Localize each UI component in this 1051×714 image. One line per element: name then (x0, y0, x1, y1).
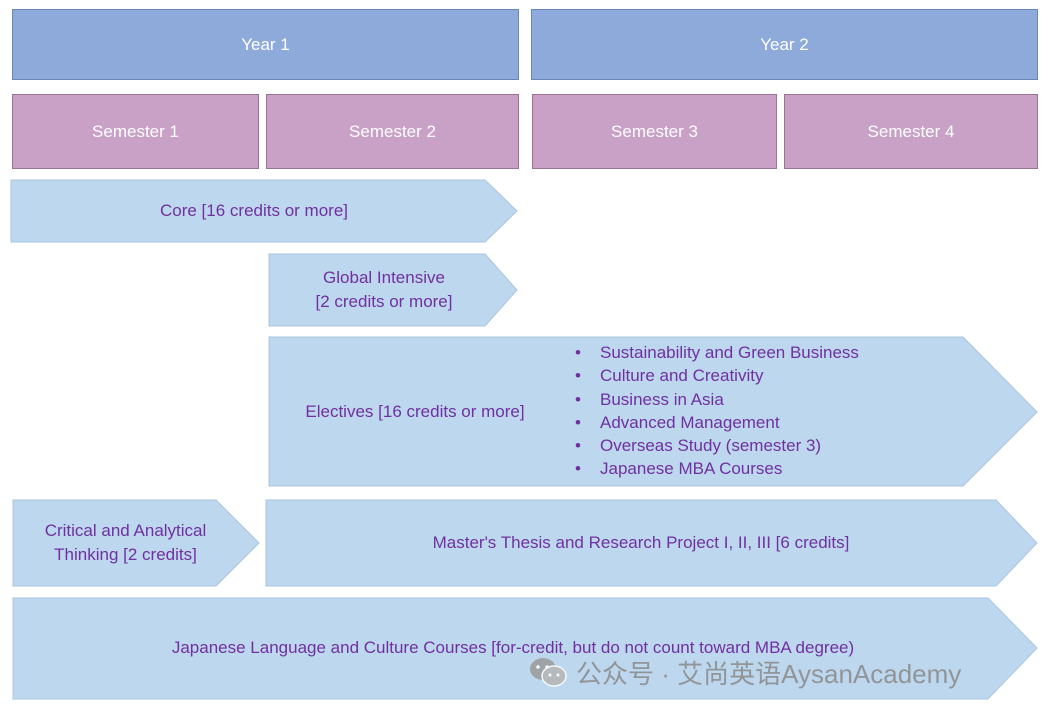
bullet-icon: • (575, 343, 581, 362)
thesis-label: Master's Thesis and Research Project I, … (266, 531, 1016, 555)
semester-4-header: Semester 4 (784, 94, 1038, 169)
japanese-courses-label: Japanese Language and Culture Courses [f… (13, 636, 1013, 660)
list-item: • Overseas Study (semester 3) (575, 434, 859, 457)
global-intensive-arrow (268, 253, 518, 327)
year-1-label: Year 1 (241, 34, 290, 54)
elective-item-text: Overseas Study (semester 3) (600, 436, 822, 456)
critical-thinking-label: Critical and Analytical Thinking [2 cred… (13, 519, 238, 567)
elective-item-text: Business in Asia (600, 389, 724, 409)
semester-4-label: Semester 4 (867, 121, 955, 141)
electives-arrow (268, 336, 1038, 487)
watermark: 公众号 · 艾尚英语AysanAcademy (528, 655, 961, 689)
elective-item-text: Japanese MBA Courses (600, 459, 783, 479)
semester-1-header: Semester 1 (12, 94, 259, 169)
elective-item-text: Culture and Creativity (600, 366, 764, 386)
list-item: • Business in Asia (575, 388, 859, 411)
critical-thinking-credits: Thinking [2 credits] (54, 545, 197, 564)
electives-list: • Sustainability and Green Business • Cult… (575, 341, 859, 481)
elective-item-text: Advanced Management (600, 412, 780, 432)
japanese-courses-text: Japanese Language and Culture Courses [f… (171, 638, 855, 657)
semester-3-header: Semester 3 (532, 94, 777, 169)
bullet-icon: • (575, 436, 581, 456)
japanese-courses-arrow (12, 597, 1038, 700)
watermark-text: 公众号 · 艾尚英语AysanAcademy (576, 658, 962, 689)
year-2-label: Year 2 (760, 34, 809, 54)
semester-1-label: Semester 1 (92, 121, 179, 141)
list-item: • Advanced Management (575, 411, 859, 434)
thesis-text: Master's Thesis and Research Project I, … (432, 533, 850, 552)
year-1-header: Year 1 (12, 9, 519, 80)
core-text: Core [16 credits or more] (159, 201, 348, 220)
list-item: • Culture and Creativity (575, 364, 859, 387)
global-intensive-credits: [2 credits or more] (315, 292, 453, 311)
semester-3-label: Semester 3 (611, 121, 698, 141)
elective-item-text: Sustainability and Green Business (600, 343, 859, 362)
year-2-header: Year 2 (531, 9, 1038, 80)
core-arrow (10, 179, 518, 243)
core-label: Core [16 credits or more] (11, 199, 497, 223)
thesis-arrow (265, 499, 1038, 587)
bullet-icon: • (575, 412, 581, 432)
critical-thinking-title: Critical and Analytical (44, 521, 207, 540)
global-intensive-label: Global Intensive [2 credits or more] (269, 266, 499, 314)
semester-2-header: Semester 2 (266, 94, 519, 169)
electives-label: Electives [16 credits or more] (290, 400, 540, 424)
bullet-icon: • (575, 389, 581, 409)
list-item: • Japanese MBA Courses (575, 457, 859, 480)
wechat-icon (530, 658, 567, 687)
critical-thinking-arrow (12, 499, 260, 587)
bullet-icon: • (575, 366, 581, 386)
electives-text: Electives [16 credits or more] (305, 402, 525, 421)
global-intensive-title: Global Intensive (323, 268, 445, 287)
list-item: • Sustainability and Green Business (575, 341, 859, 364)
semester-2-label: Semester 2 (349, 121, 436, 141)
bullet-icon: • (575, 459, 581, 479)
